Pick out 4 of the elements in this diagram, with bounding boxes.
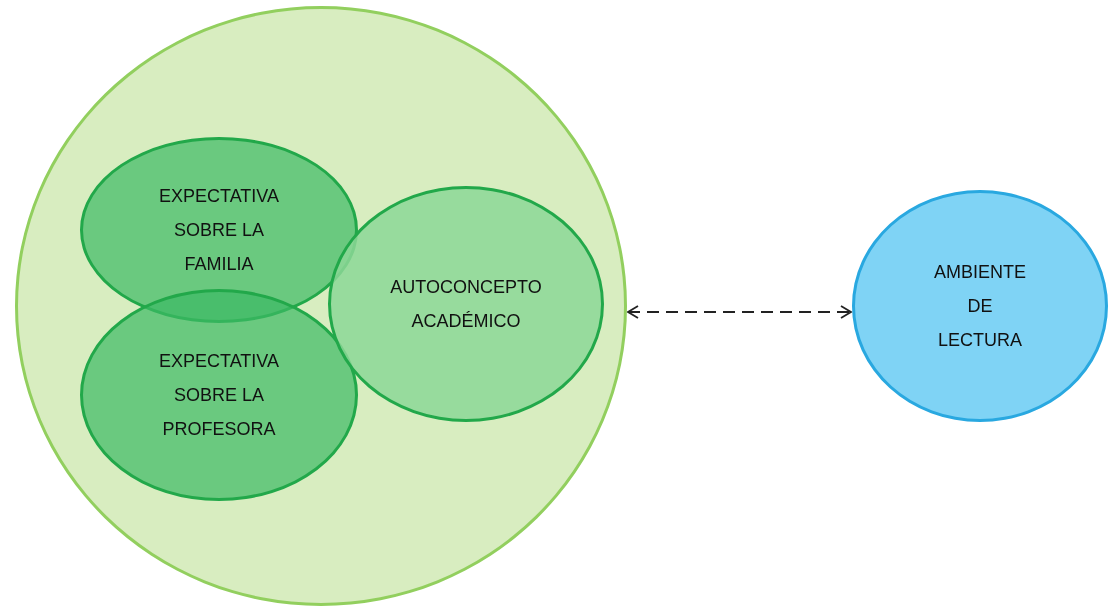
- ellipse-node: AMBIENTE DE LECTURA: [852, 190, 1108, 422]
- dashed-arrow: [627, 305, 852, 319]
- ellipse-node: AUTOCONCEPTO ACADÉMICO: [328, 186, 604, 422]
- ellipse-node: EXPECTATIVA SOBRE LA PROFESORA: [80, 289, 358, 501]
